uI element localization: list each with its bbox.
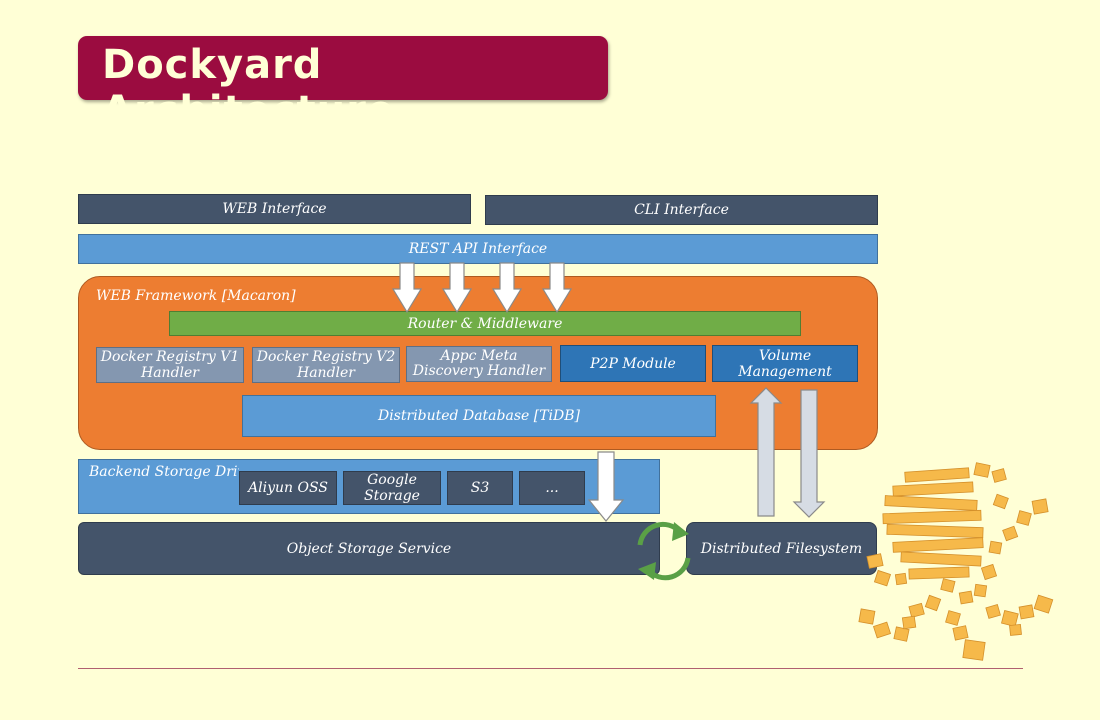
cli-interface-box: CLI Interface	[485, 195, 878, 225]
down-arrow-icon	[491, 262, 523, 314]
page-title: Dockyard Architecture	[102, 42, 395, 134]
rest-api-box: REST API Interface	[78, 234, 878, 264]
web-interface-box: WEB Interface	[78, 194, 471, 224]
down-arrow-icon	[441, 262, 473, 314]
down-arrow-icon	[587, 451, 625, 522]
p2p-module-box: P2P Module	[560, 345, 706, 382]
web-framework-label: WEB Framework [Macaron]	[96, 288, 296, 304]
down-arrow-icon	[792, 389, 826, 518]
docker-v1-handler-box: Docker Registry V1 Handler	[96, 347, 244, 383]
title-banner: Dockyard Architecture	[78, 36, 608, 134]
footer-divider	[78, 668, 1023, 669]
down-arrow-icon	[541, 262, 573, 314]
distributed-database-box: Distributed Database [TiDB]	[242, 395, 716, 437]
appc-handler-box: Appc Meta Discovery Handler	[406, 346, 552, 382]
router-middleware-box: Router & Middleware	[169, 311, 801, 336]
docker-v2-handler-box: Docker Registry V2 Handler	[252, 347, 400, 383]
down-arrow-icon	[391, 262, 423, 314]
s3-box: S3	[447, 471, 513, 505]
more-drivers-box: ...	[519, 471, 585, 505]
pixel-logo-icon	[858, 462, 1054, 661]
sync-cycle-icon	[637, 521, 691, 581]
distributed-filesystem-box: Distributed Filesystem	[686, 522, 877, 575]
aliyun-oss-box: Aliyun OSS	[239, 471, 337, 505]
object-storage-box: Object Storage Service	[78, 522, 660, 575]
backend-storage-label: Backend Storage Drivers	[89, 464, 239, 480]
up-arrow-icon	[749, 387, 783, 517]
google-storage-box: Google Storage	[343, 471, 441, 505]
volume-management-box: Volume Management	[712, 345, 858, 382]
